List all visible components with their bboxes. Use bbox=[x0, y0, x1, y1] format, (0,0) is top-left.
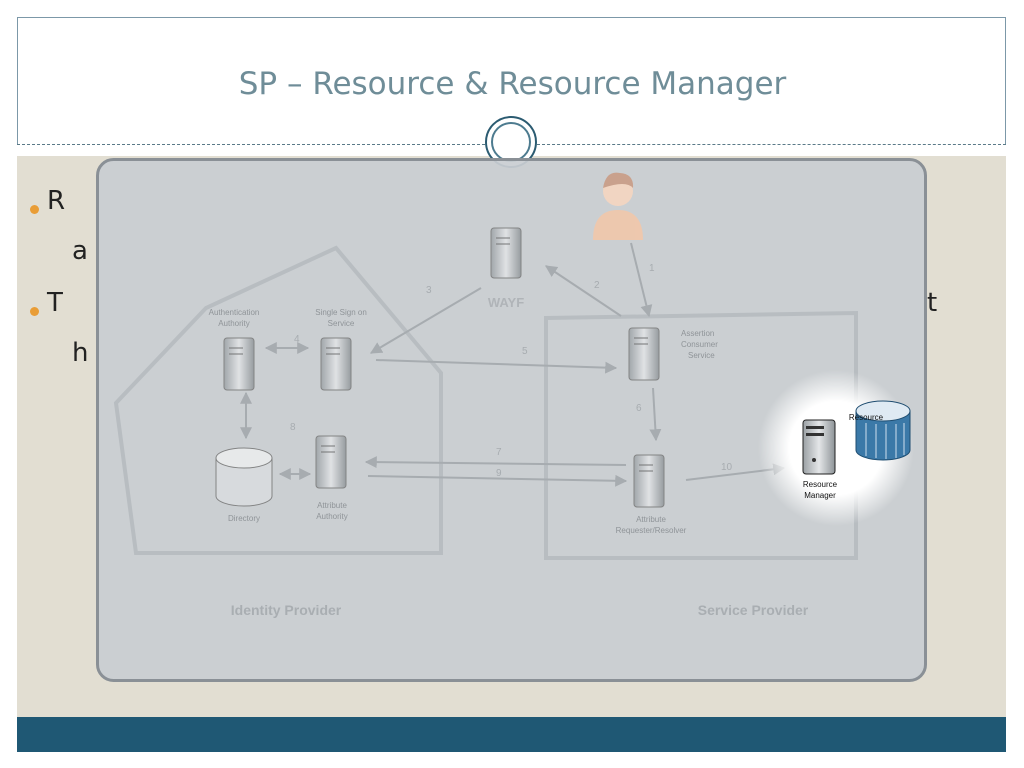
directory-cylinder bbox=[215, 447, 273, 507]
bullet-1-line2: a bbox=[72, 236, 88, 266]
arrow-9 bbox=[367, 474, 628, 487]
attr-authority-label-2: Authority bbox=[316, 512, 348, 521]
step-10-label: 10 bbox=[721, 462, 733, 473]
attr-authority-label-1: Attribute bbox=[317, 501, 347, 510]
slide-title: SP – Resource & Resource Manager bbox=[238, 66, 787, 102]
wayf-server bbox=[490, 227, 522, 279]
service-provider-label: Service Provider bbox=[698, 602, 809, 618]
arrow-1 bbox=[630, 242, 653, 318]
attr-requester-label-1: Attribute bbox=[636, 515, 666, 524]
step-numbers: 1 2 3 4 5 6 7 8 9 10 bbox=[290, 263, 733, 479]
title-divider-right bbox=[537, 144, 1006, 145]
bullet-2-tail: t bbox=[927, 288, 938, 318]
resource-label: Resource bbox=[849, 413, 884, 422]
identity-provider-label: Identity Provider bbox=[231, 602, 342, 618]
auth-authority-server bbox=[223, 337, 255, 391]
title-divider-left bbox=[17, 144, 485, 145]
bullet-dot bbox=[30, 307, 39, 316]
step-7-label: 7 bbox=[496, 447, 502, 458]
step-4-label: 4 bbox=[294, 334, 300, 345]
attr-requester-server bbox=[633, 454, 665, 508]
auth-authority-label-2: Authority bbox=[218, 319, 250, 328]
arrow-5 bbox=[375, 359, 618, 374]
arrow-6 bbox=[649, 387, 662, 442]
attr-requester-label-2: Requester/Resolver bbox=[616, 526, 687, 535]
identity-zone-house bbox=[113, 245, 443, 555]
footer-bar bbox=[17, 717, 1006, 752]
bullet-dot bbox=[30, 205, 39, 214]
bullet-1-text: R bbox=[47, 186, 66, 216]
acs-server bbox=[628, 327, 660, 381]
step-2-label: 2 bbox=[594, 280, 600, 291]
wayf-label: WAYF bbox=[488, 295, 524, 310]
attr-authority-server bbox=[315, 435, 347, 489]
step-6-label: 6 bbox=[636, 403, 642, 414]
step-3-label: 3 bbox=[426, 285, 432, 296]
sso-label-1: Single Sign on bbox=[315, 308, 367, 317]
arrow-3 bbox=[369, 287, 482, 354]
sso-server bbox=[320, 337, 352, 391]
service-zone-building bbox=[544, 310, 858, 560]
sso-label-2: Service bbox=[328, 319, 355, 328]
arrow-2 bbox=[545, 265, 622, 317]
diagram-panel bbox=[96, 158, 927, 682]
acs-label-3: Service bbox=[688, 351, 715, 360]
acs-label-1: Assertion bbox=[681, 329, 714, 338]
step-1-label: 1 bbox=[649, 263, 655, 274]
bullet-2-text: T bbox=[47, 288, 63, 318]
zone-outlines bbox=[113, 245, 858, 560]
resource-manager-label-1: Resource bbox=[803, 480, 838, 489]
auth-authority-label-1: Authentication bbox=[209, 308, 260, 317]
step-5-label: 5 bbox=[522, 346, 528, 357]
federation-diagram: 1 2 3 4 5 6 7 8 9 10 WAYF Authentication… bbox=[96, 158, 927, 682]
resource-manager-server bbox=[802, 419, 836, 475]
bullet-2-line2: h bbox=[72, 338, 89, 368]
acs-label-2: Consumer bbox=[681, 340, 718, 349]
resource-manager-label-2: Manager bbox=[804, 491, 836, 500]
step-8-label: 8 bbox=[290, 422, 296, 433]
step-9-label: 9 bbox=[496, 468, 502, 479]
resource-database bbox=[855, 400, 911, 461]
user-icon bbox=[593, 172, 643, 240]
directory-label: Directory bbox=[228, 514, 260, 523]
arrow-7 bbox=[364, 456, 627, 469]
